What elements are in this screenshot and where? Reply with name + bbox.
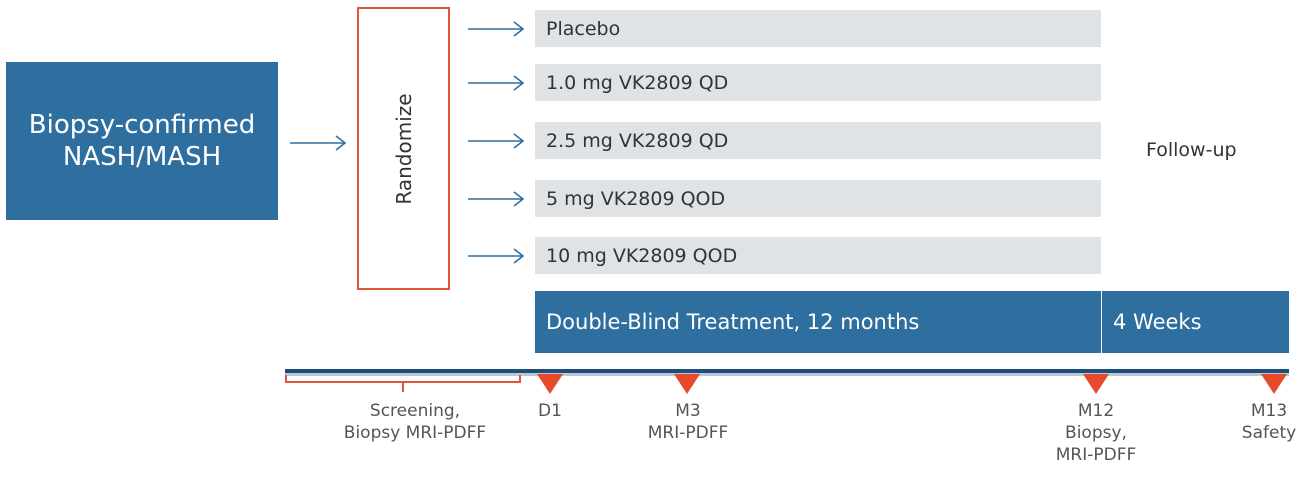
arm-5mg-qod: 5 mg VK2809 QOD xyxy=(535,180,1101,217)
timeline-axis xyxy=(285,369,1289,373)
milestone-label-m13: M13 Safety xyxy=(1241,401,1297,443)
milestone-label-m3: M3 MRI-PDFF xyxy=(647,401,729,443)
arm-10mg-qod: 10 mg VK2809 QOD xyxy=(535,237,1101,274)
treatment-phase-bar: Double-Blind Treatment, 12 months xyxy=(535,291,1101,353)
screening-bracket xyxy=(285,375,521,392)
milestone-label-d1: D1 xyxy=(538,401,562,421)
followup-label: Follow-up xyxy=(1146,139,1237,161)
milestone-label-m12: M12 Biopsy, MRI-PDFF xyxy=(1055,401,1137,465)
arrow-icon xyxy=(468,191,525,207)
arrow-icon xyxy=(468,21,525,37)
arm-2-5mg-qd: 2.5 mg VK2809 QD xyxy=(535,122,1101,159)
randomize-box: Randomize xyxy=(357,7,450,290)
arm-placebo: Placebo xyxy=(535,10,1101,47)
screening-label: Screening, Biopsy MRI-PDFF xyxy=(343,401,487,443)
population-box: Biopsy-confirmed NASH/MASH xyxy=(6,62,278,220)
milestone-marker-m3 xyxy=(674,374,700,394)
arrow-icon xyxy=(468,133,525,149)
arm-1mg-qd: 1.0 mg VK2809 QD xyxy=(535,64,1101,101)
milestone-marker-m12 xyxy=(1083,374,1109,394)
randomize-label: Randomize xyxy=(391,92,416,205)
followup-phase-bar: 4 Weeks xyxy=(1102,291,1289,353)
arrow-icon xyxy=(290,135,347,151)
arrow-icon xyxy=(468,75,525,91)
timeline-shadow xyxy=(285,373,1289,376)
milestone-marker-d1 xyxy=(537,374,563,394)
milestone-marker-m13 xyxy=(1261,374,1287,394)
arrow-icon xyxy=(468,248,525,264)
